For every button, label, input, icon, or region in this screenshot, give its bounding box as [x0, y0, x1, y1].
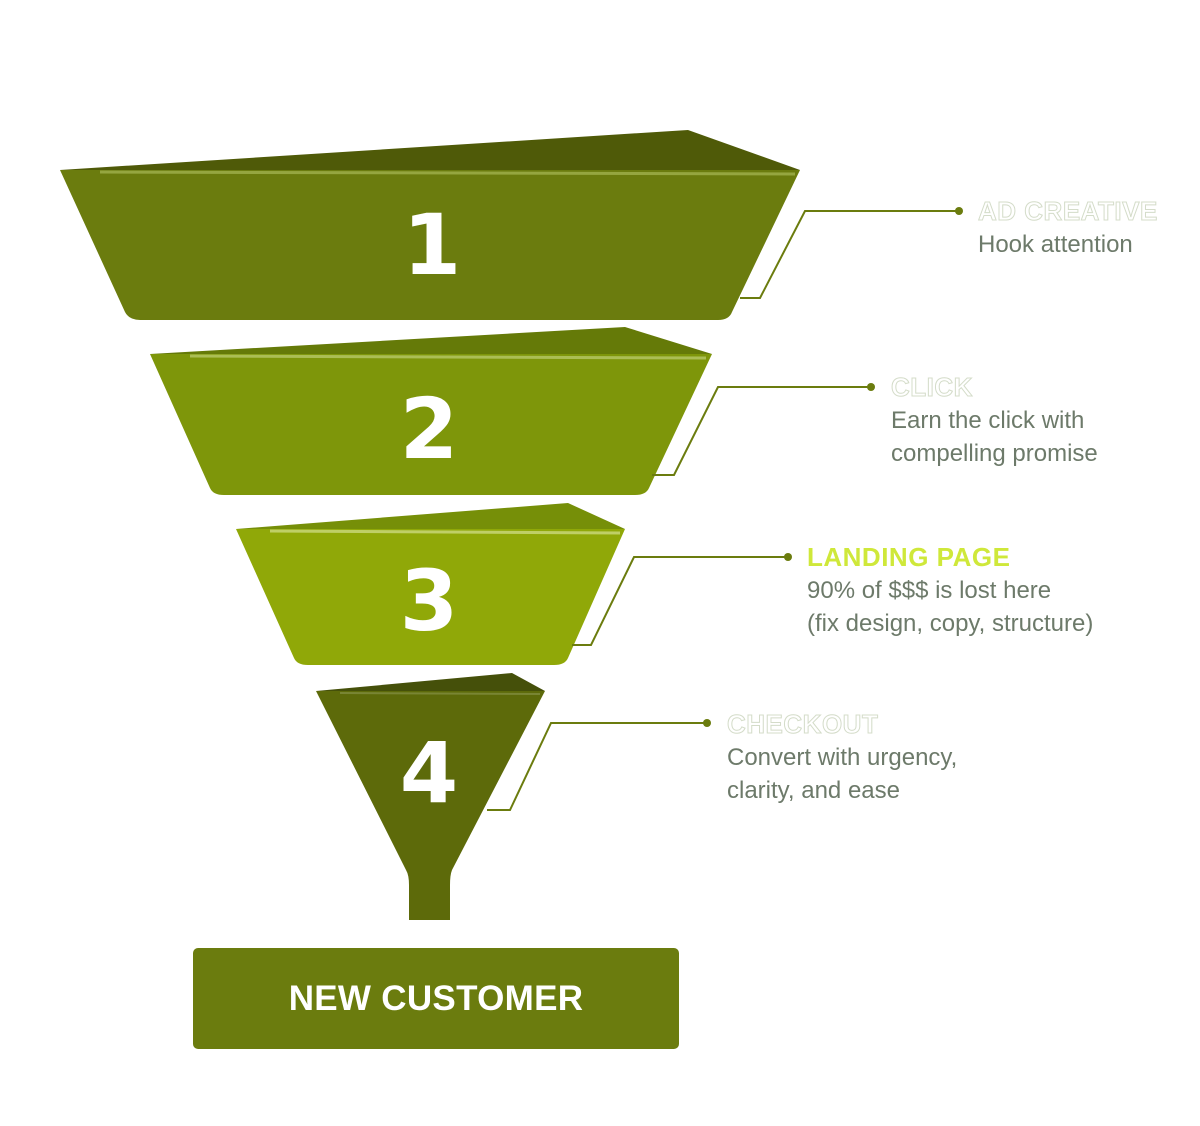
stage-2-top-face [150, 327, 712, 354]
connector-4-dot [703, 719, 711, 727]
connector-1-dot [955, 207, 963, 215]
callout-description: clarity, and ease [727, 777, 900, 804]
funnel-stage-1: 1 [60, 130, 800, 320]
connector-2-dot [867, 383, 875, 391]
funnel-stage-2: 2 [150, 327, 712, 495]
callout-description: (fix design, copy, structure) [807, 610, 1094, 637]
connector-3-dot [784, 553, 792, 561]
callout-checkout: CHECKOUT Convert with urgency, clarity, … [726, 708, 958, 807]
stage-1-highlight [99, 170, 796, 176]
stage-2-highlight [189, 354, 707, 360]
stage-1-top-face [60, 130, 800, 170]
connector-3-line [572, 556, 787, 646]
callout-description: 90% of $$$ is lost here [807, 577, 1052, 604]
stage-3-number: 3 [400, 552, 458, 650]
callout-description: Convert with urgency, [727, 744, 958, 771]
callout-title: CLICK [891, 372, 973, 403]
connector-3 [572, 553, 792, 646]
connector-4 [487, 719, 711, 811]
stage-2-body [150, 354, 712, 495]
stage-4-body [316, 691, 545, 920]
funnel-stage-4: 4 [316, 673, 545, 920]
callout-landing-page: LANDING PAGE 90% of $$$ is lost here (fi… [807, 541, 1093, 640]
connector-2-line [652, 386, 870, 476]
connector-4-line [487, 722, 706, 811]
funnel-stage-3: 3 [236, 503, 625, 665]
connector-1-line [740, 210, 958, 299]
stage-2-number: 2 [400, 380, 458, 478]
new-customer-box: NEW CUSTOMER [193, 948, 679, 1049]
stage-3-top-face [236, 503, 625, 529]
callout-description: Hook attention [978, 231, 1133, 258]
connector-2 [652, 383, 875, 476]
connector-1 [740, 207, 963, 299]
stage-1-body [60, 170, 800, 320]
stage-4-number: 4 [400, 724, 458, 822]
stage-4-highlight [339, 692, 541, 695]
callout-title: LANDING PAGE [807, 542, 1011, 572]
callout-description: compelling promise [891, 440, 1098, 467]
stage-1-number: 1 [403, 196, 461, 294]
callout-description: Earn the click with [891, 407, 1085, 434]
callout-title: CHECKOUT [726, 709, 879, 740]
stage-4-top-face [316, 673, 545, 691]
callout-title: AD CREATIVE [978, 196, 1158, 227]
stage-3-highlight [269, 529, 621, 535]
new-customer-label: NEW CUSTOMER [288, 978, 584, 1018]
callout-ad-creative: AD CREATIVE Hook attention [978, 195, 1158, 261]
stage-3-body [236, 529, 625, 665]
callout-click: CLICK Earn the click with compelling pro… [891, 371, 1098, 470]
